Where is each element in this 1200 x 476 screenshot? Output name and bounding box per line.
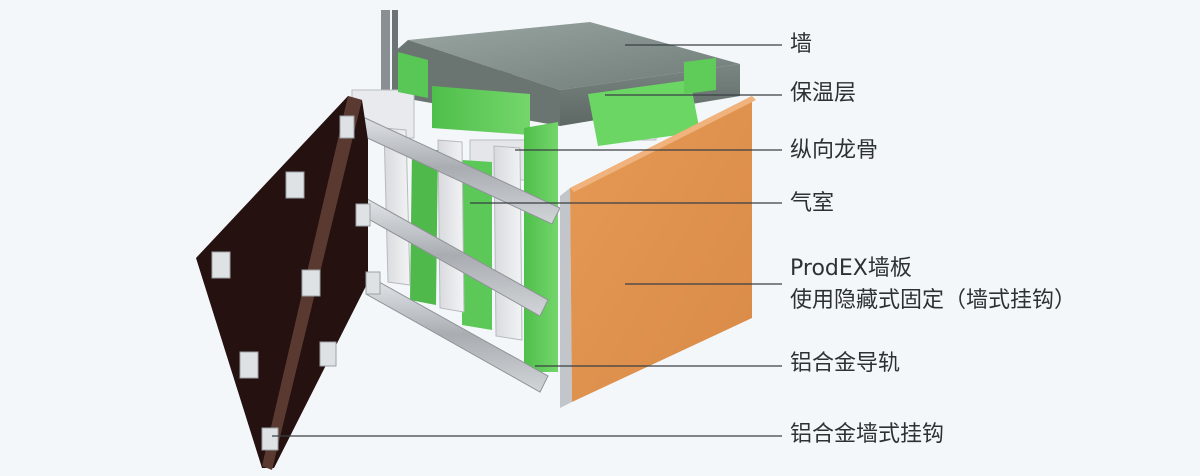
dark-panel <box>196 96 368 470</box>
label-air-chamber: 气室 <box>790 189 834 219</box>
prodex-panel <box>560 96 756 408</box>
label-vertical-keel: 纵向龙骨 <box>790 136 878 166</box>
label-prodex-panel: ProdEX墙板 <box>790 254 912 284</box>
label-insulation: 保温层 <box>790 79 856 109</box>
label-wall: 墙 <box>790 30 812 60</box>
label-hidden-fixing: 使用隐藏式固定（墙式挂钩） <box>790 286 1076 316</box>
label-aluminum-hook: 铝合金墙式挂钩 <box>790 420 944 450</box>
label-aluminum-rail: 铝合金导轨 <box>790 349 900 379</box>
